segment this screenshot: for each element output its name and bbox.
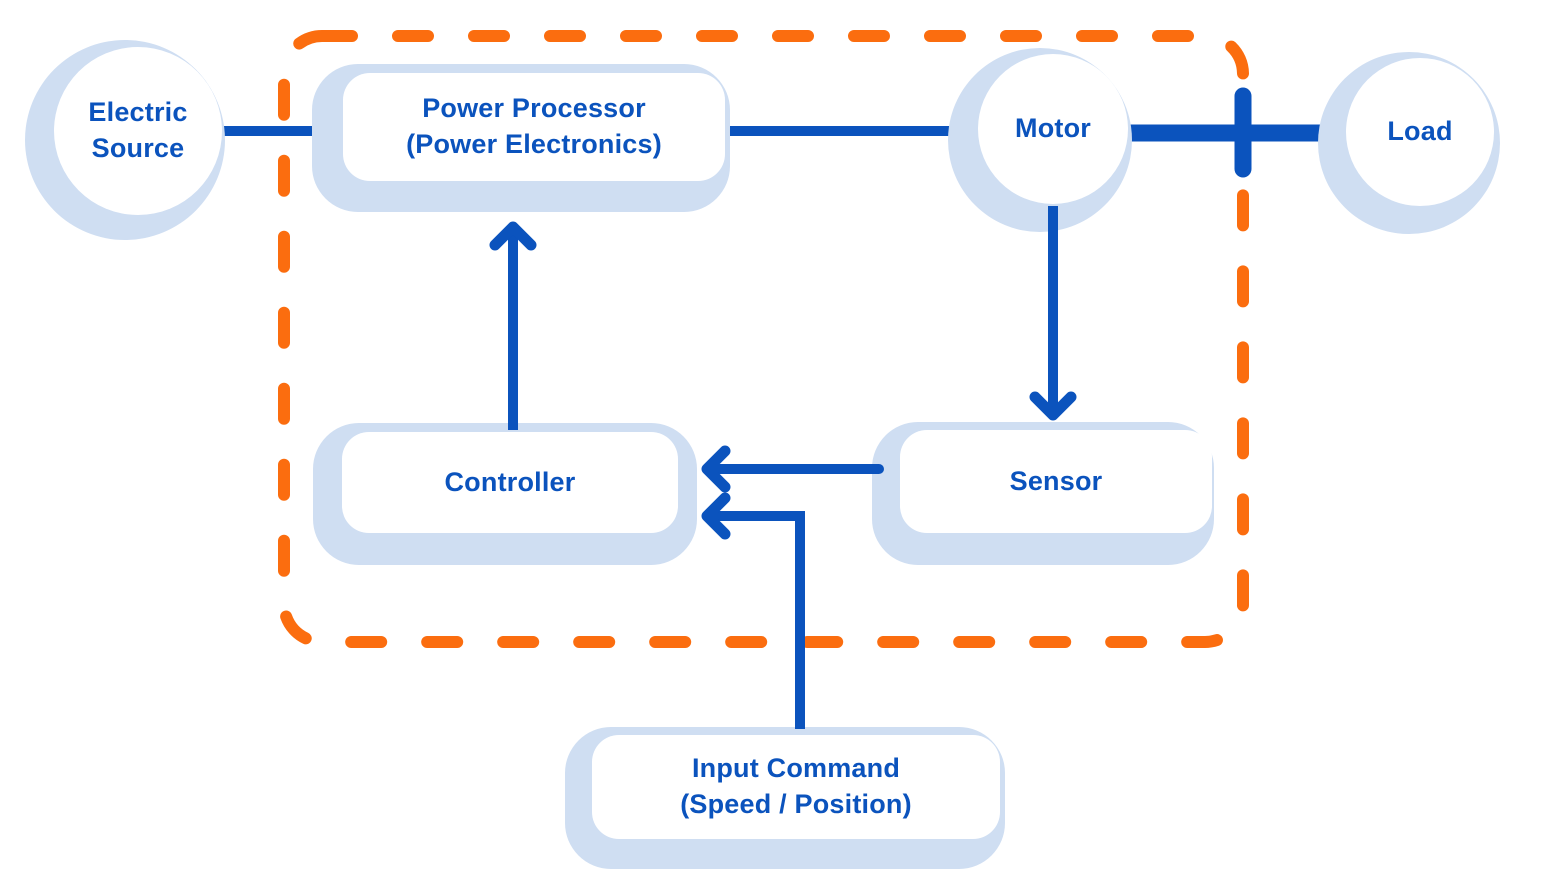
edge-sensor-to-controller [701, 445, 884, 493]
node-label: Electric Source [88, 97, 188, 163]
edge-motor-to-sensor [1029, 206, 1077, 421]
arrowhead-up-icon [489, 221, 537, 251]
node-label: Controller [444, 466, 576, 497]
node-face: Input Command (Speed / Position) [592, 735, 1000, 839]
arrowhead-left-icon [701, 445, 731, 493]
node-input-command: Input Command (Speed / Position) [565, 727, 1005, 869]
node-face: Load [1346, 58, 1494, 206]
edge-controller-to-power-processor [489, 221, 537, 430]
node-electric-source: Electric Source [25, 40, 225, 240]
node-label: Sensor [1009, 465, 1103, 496]
node-label: Input Command (Speed / Position) [680, 753, 912, 819]
node-face: Electric Source [54, 47, 222, 215]
node-power-processor: Power Processor (Power Electronics) [312, 64, 730, 212]
node-face: Sensor [900, 430, 1212, 533]
node-label: Power Processor (Power Electronics) [406, 93, 662, 159]
node-controller: Controller [313, 423, 697, 565]
node-face: Motor [978, 54, 1128, 204]
node-sensor: Sensor [872, 422, 1214, 565]
arrowhead-down-icon [1029, 391, 1077, 421]
node-label: Motor [1015, 113, 1091, 144]
edge-input-command-to-controller [701, 492, 805, 729]
system-boundary-dashed-box [278, 30, 1249, 648]
arrowhead-left-icon [701, 492, 731, 540]
node-face: Power Processor (Power Electronics) [343, 73, 725, 181]
node-face: Controller [342, 432, 678, 533]
node-load: Load [1318, 52, 1500, 234]
node-motor: Motor [948, 48, 1132, 232]
node-label: Load [1387, 116, 1453, 147]
